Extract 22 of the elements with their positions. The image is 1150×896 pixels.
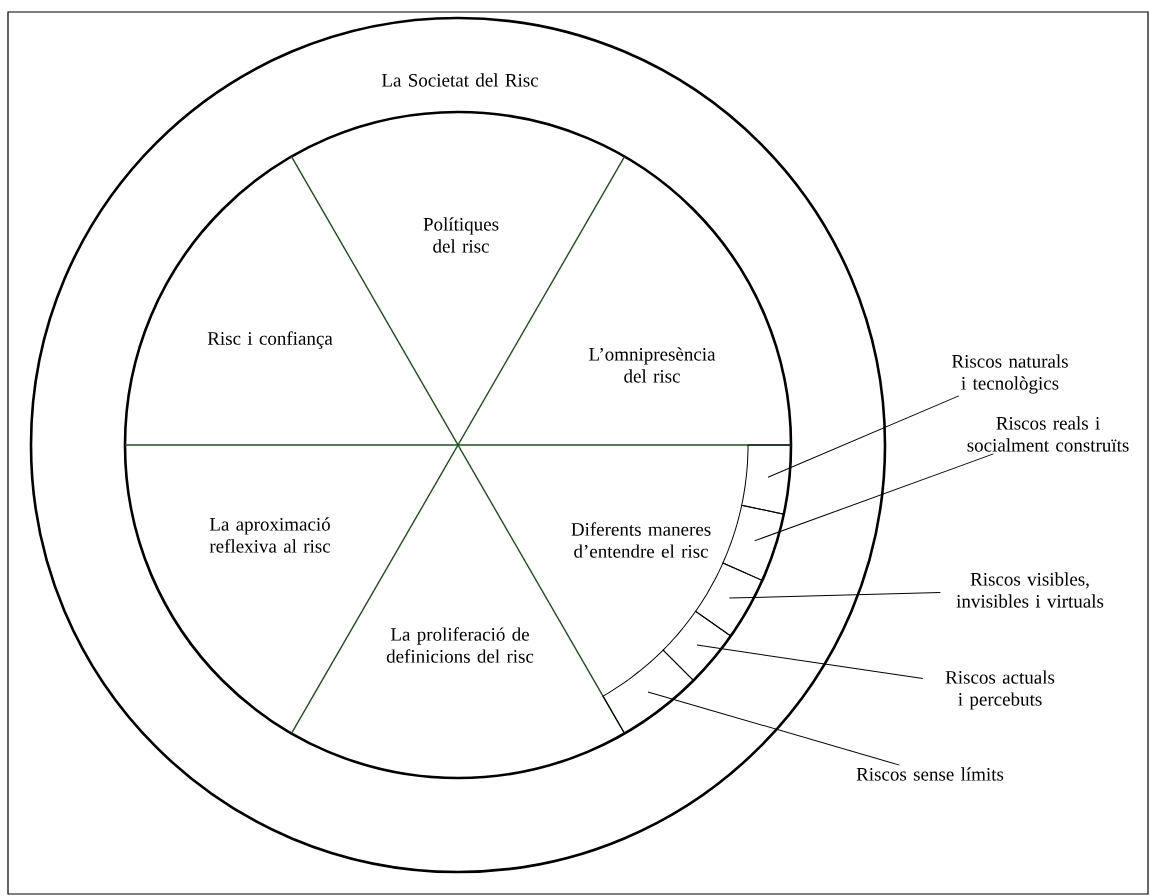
leader-line — [696, 644, 924, 680]
leader-line — [767, 395, 960, 478]
sector-label: L’omnipresència del risc — [589, 347, 716, 383]
leader-line — [647, 691, 900, 766]
sector-label: La aproximació reflexiva al risc — [209, 517, 331, 553]
sector-label: Risc i confiança — [207, 331, 333, 349]
leader-line — [728, 591, 941, 599]
leader-line — [754, 453, 994, 542]
sector-label: Diferents maneres d’entendre el risc — [571, 522, 711, 558]
leader-label: Riscos naturals i tecnològics — [952, 354, 1068, 394]
leader-label: Riscos visibles, invisibles i virtuals — [956, 572, 1104, 608]
sector-circle — [123, 110, 793, 780]
arc-segment — [662, 610, 732, 681]
leader-label: Riscos actuals i percebuts — [945, 670, 1055, 710]
leader-label: Riscos sense límits — [856, 767, 1004, 781]
sector-label: La proliferació de definicions del risc — [386, 627, 534, 663]
arc-segment — [602, 649, 694, 734]
sector-label: Polítiques del risc — [423, 217, 499, 253]
arc-segment — [741, 444, 792, 515]
arc-segment — [695, 562, 763, 637]
arc-segment — [722, 504, 785, 581]
leader-label: Riscos reals i socialment construïts — [967, 416, 1129, 452]
